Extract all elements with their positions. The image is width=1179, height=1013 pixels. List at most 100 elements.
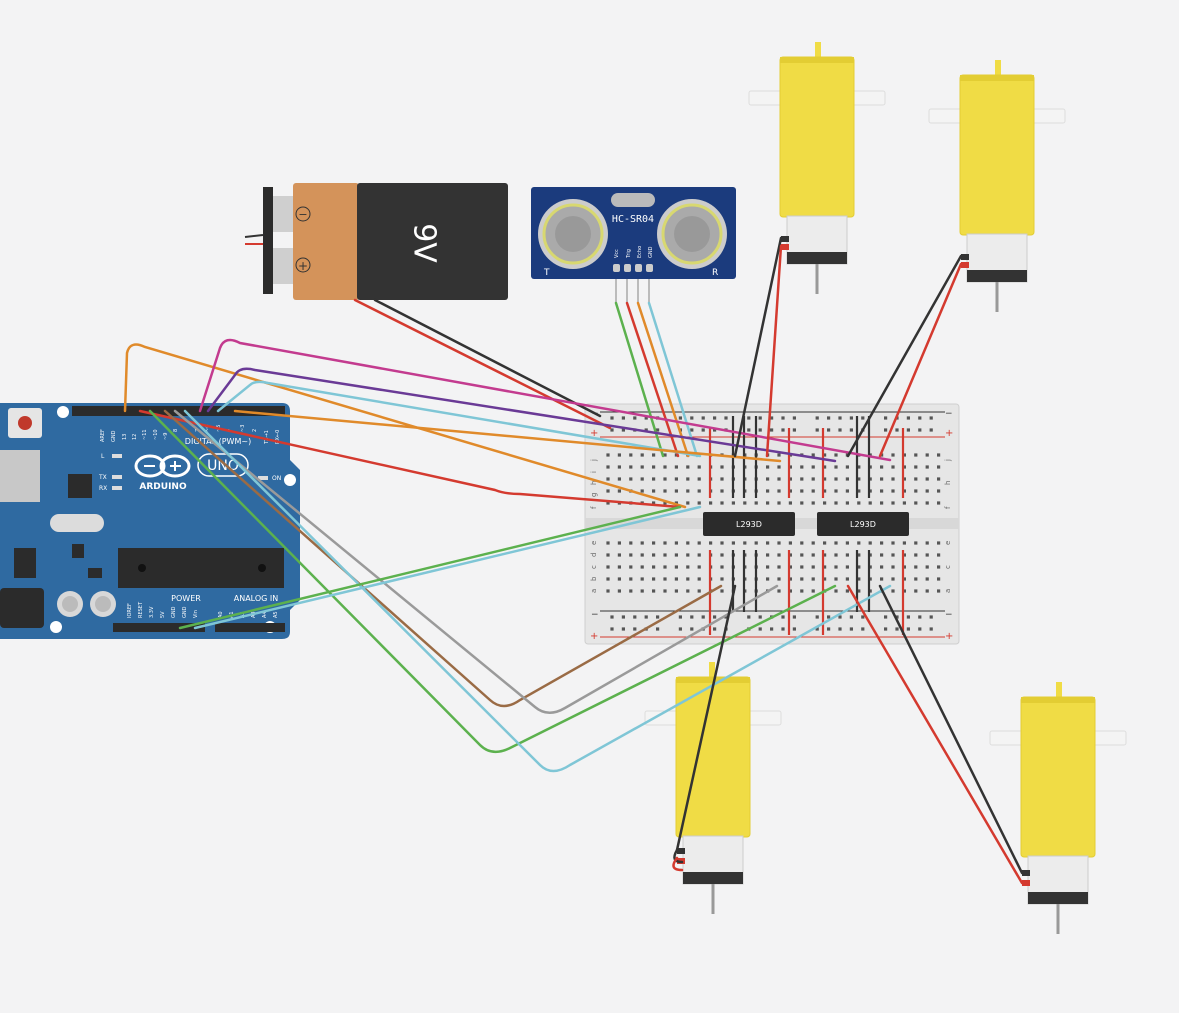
breadboard-hole — [770, 416, 774, 420]
breadboard-hole — [617, 453, 621, 457]
breadboard-hole — [937, 489, 941, 493]
breadboard-hole — [884, 615, 888, 619]
breadboard-hole — [834, 465, 838, 469]
wire-motor-3-black — [673, 848, 684, 864]
row-letter-i: i — [590, 471, 598, 473]
breadboard-hole — [788, 465, 792, 469]
breadboard-hole — [800, 489, 804, 493]
breadboard-hole — [823, 577, 827, 581]
breadboard-hole — [652, 465, 656, 469]
breadboard-hole — [937, 589, 941, 593]
breadboard-hole — [701, 615, 705, 619]
pin-label: ~3 — [240, 425, 246, 432]
breadboard-hole — [770, 428, 774, 432]
wire-motor-4-red — [846, 584, 1024, 885]
breadboard-hole — [663, 589, 667, 593]
rail-plus-top-right: + — [945, 428, 953, 439]
row-letters: j i h g f e d c b a j h f e c a — [590, 459, 952, 593]
wire-motor-3-red — [672, 856, 684, 872]
breadboard-hole — [621, 627, 625, 631]
breadboard-hole — [713, 615, 717, 619]
breadboard-hole — [845, 501, 849, 505]
digital-header — [72, 406, 285, 416]
breadboard-hole — [697, 553, 701, 557]
wire-orange-2 — [233, 409, 782, 463]
breadboard-hole — [792, 627, 796, 631]
breadboard-hole — [720, 501, 724, 505]
breadboard-hole — [925, 465, 929, 469]
reset-button[interactable] — [18, 416, 32, 430]
breadboard-hole — [720, 577, 724, 581]
breadboard-hole — [823, 465, 827, 469]
breadboard-hole — [925, 589, 929, 593]
breadboard-hole — [902, 453, 906, 457]
breadboard-hole — [849, 428, 853, 432]
breadboard-hole — [815, 615, 819, 619]
breadboard-hole — [891, 589, 895, 593]
breadboard-hole — [868, 553, 872, 557]
battery-9v: − + 9V — [244, 183, 508, 300]
breadboard-hole — [788, 553, 792, 557]
breadboard-hole — [610, 627, 614, 631]
breadboard-hole — [633, 416, 637, 420]
breadboard-hole — [606, 577, 610, 581]
breadboard-hole — [880, 553, 884, 557]
breadboard-hole — [640, 589, 644, 593]
breadboard-hole — [629, 541, 633, 545]
breadboard-hole — [788, 477, 792, 481]
breadboard-hole — [937, 477, 941, 481]
wire-sensor-echo — [636, 301, 690, 458]
breadboard-hole — [663, 565, 667, 569]
chip-1-label: L293D — [736, 520, 762, 529]
breadboard-hole — [891, 501, 895, 505]
rail-minus-top-right: − — [945, 409, 953, 419]
breadboard-hole — [868, 477, 872, 481]
breadboard-hole — [686, 589, 690, 593]
breadboard-hole — [914, 501, 918, 505]
breadboard-hole — [777, 453, 781, 457]
breadboard-hole — [918, 428, 922, 432]
wire-cyan-3 — [193, 505, 702, 630]
wire-brown — [163, 409, 723, 708]
pin-label: Vin — [193, 610, 199, 618]
pin-label: 8 — [173, 429, 179, 432]
breadboard-hole — [906, 416, 910, 420]
breadboard-hole — [827, 627, 831, 631]
breadboard-hole — [925, 453, 929, 457]
breadboard-hole — [629, 453, 633, 457]
wire-orange-1 — [123, 343, 687, 509]
breadboard-hole — [823, 565, 827, 569]
breadboard-hole — [838, 615, 842, 619]
breadboard-hole — [777, 577, 781, 581]
breadboard-hole — [906, 627, 910, 631]
breadboard-hole — [701, 428, 705, 432]
breadboard-hole — [902, 565, 906, 569]
breadboard-hole — [880, 489, 884, 493]
power-label: POWER — [171, 594, 201, 603]
breadboard-hole — [880, 565, 884, 569]
breadboard-hole — [929, 416, 933, 420]
rail-plus-bottom: + — [590, 631, 598, 642]
breadboard-hole — [731, 541, 735, 545]
breadboard-hole — [709, 501, 713, 505]
breadboard-hole — [697, 589, 701, 593]
breadboard-hole — [918, 627, 922, 631]
breadboard-hole — [925, 565, 929, 569]
breadboard-hole — [845, 565, 849, 569]
breadboard-hole — [686, 541, 690, 545]
breadboard-hole — [914, 553, 918, 557]
breadboard-hole — [674, 565, 678, 569]
breadboard-hole — [834, 489, 838, 493]
breadboard-hole — [834, 589, 838, 593]
breadboard-hole — [823, 477, 827, 481]
pin-label: RESET — [138, 601, 144, 618]
breadboard-hole — [781, 416, 785, 420]
breadboard-hole — [868, 465, 872, 469]
breadboard-hole — [811, 501, 815, 505]
motor-2 — [928, 60, 1066, 312]
breadboard-hole — [754, 501, 758, 505]
breadboard-hole — [629, 565, 633, 569]
breadboard-hole — [845, 541, 849, 545]
breadboard-hole — [895, 627, 899, 631]
